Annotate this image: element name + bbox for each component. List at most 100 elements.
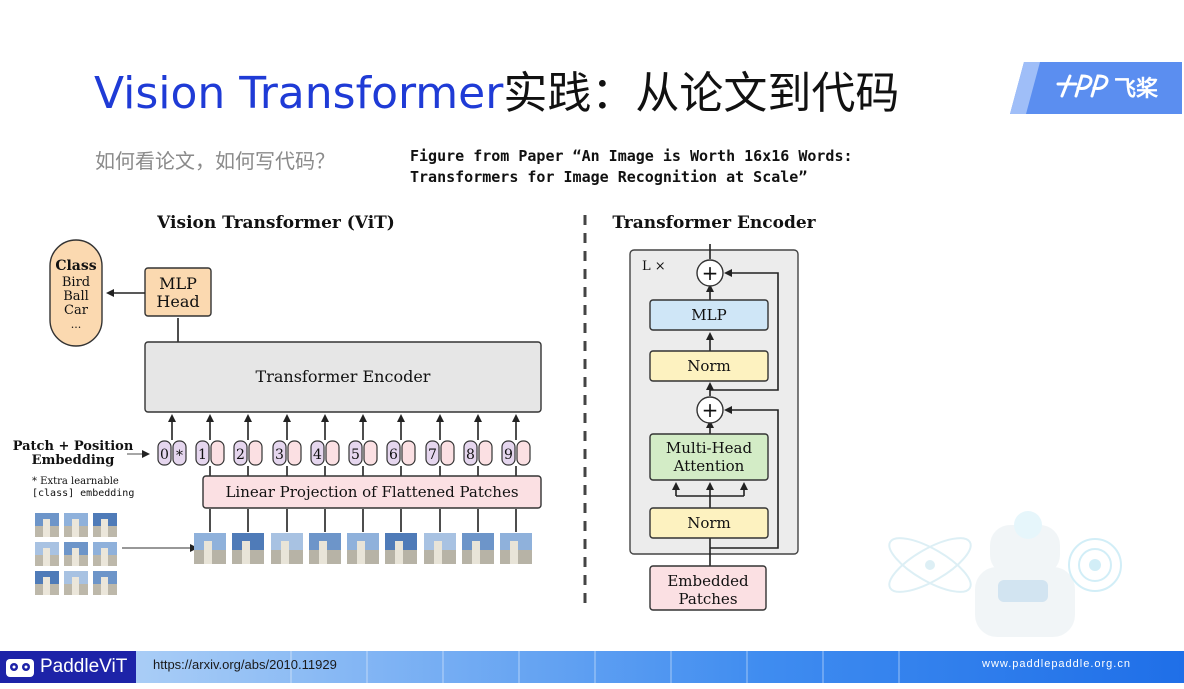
- position-embedding-chip: [272, 440, 287, 466]
- plus-node-upper: +: [696, 259, 724, 287]
- embedding-label-line-2: Embedding: [32, 453, 115, 468]
- position-index: 1: [198, 447, 207, 463]
- paddlevit-label: PaddleViT: [40, 656, 128, 677]
- embedded-line-2: Patches: [678, 590, 737, 608]
- patch-embedding-chip: [401, 440, 416, 466]
- patch-embedding-chip: [287, 440, 302, 466]
- grid-patch: [35, 513, 59, 537]
- encoder-label: Transformer Encoder: [256, 367, 431, 386]
- grid-patch: [35, 571, 59, 595]
- extra-note-line-2: [class] embedding: [32, 488, 134, 499]
- page-title: Vision Transformer实践：从论文到代码: [94, 66, 899, 122]
- norm-top-label: Norm: [687, 357, 731, 375]
- input-image-grid: [35, 513, 117, 595]
- position-index: 0: [160, 447, 169, 463]
- grid-patch: [64, 542, 88, 566]
- multi-head-attention-box: Multi-Head Attention: [649, 433, 769, 481]
- position-embedding-chip: [157, 440, 172, 466]
- patch-embedding-chip: [363, 440, 378, 466]
- patch-embedding-chip: [210, 440, 225, 466]
- title-chinese: 实践：从论文到代码: [503, 68, 900, 119]
- class-token-chip: [172, 440, 187, 466]
- grid-patch: [35, 542, 59, 566]
- mlp-head-box: MLP Head: [144, 267, 212, 317]
- class-title: Class: [55, 258, 96, 274]
- patch-embedding-chip: [325, 440, 340, 466]
- grid-patch: [64, 571, 88, 595]
- position-index: 3: [275, 447, 284, 463]
- paddle-logo: 飞桨: [1010, 62, 1182, 114]
- figure-caption: Figure from Paper “An Image is Worth 16x…: [410, 146, 853, 188]
- figure-divider: [583, 215, 587, 607]
- embedding-label-line-1: Patch + Position: [13, 439, 134, 454]
- embedded-line-1: Embedded: [667, 572, 749, 590]
- plus-upper-label: +: [702, 261, 719, 285]
- position-embedding-chip: [501, 440, 516, 466]
- patch-embedding-chip: [516, 440, 531, 466]
- position-embedding-chip: [348, 440, 363, 466]
- position-index: 7: [428, 447, 437, 463]
- position-index: 8: [466, 447, 475, 463]
- grid-patch: [93, 542, 117, 566]
- vit-figure: Vision Transformer (ViT) Class Bird Ball…: [13, 213, 542, 595]
- paddlevit-robot-icon: [6, 659, 34, 677]
- position-embedding-chip: [233, 440, 248, 466]
- grid-patch: [93, 513, 117, 537]
- class-item: ...: [71, 318, 82, 331]
- position-embedding-chip: [386, 440, 401, 466]
- position-embedding-chip: [195, 440, 210, 466]
- position-embedding-chip: [425, 440, 440, 466]
- linear-projection-box: Linear Projection of Flattened Patches: [202, 475, 542, 509]
- projection-label: Linear Projection of Flattened Patches: [225, 483, 518, 501]
- class-item: Car: [64, 303, 89, 318]
- norm-top-box: Norm: [649, 350, 769, 382]
- position-embedding-chip: [463, 440, 478, 466]
- position-index: 5: [351, 447, 360, 463]
- grid-patch: [93, 571, 117, 595]
- encoder-figure-title: Transformer Encoder: [612, 213, 816, 233]
- residual-1: [710, 406, 779, 549]
- class-token-star: *: [176, 448, 183, 464]
- grid-patch: [64, 513, 88, 537]
- class-output-box: Class Bird Ball Car ...: [49, 239, 103, 347]
- image-patch: [347, 533, 379, 564]
- mlp-label: MLP: [691, 306, 726, 324]
- paddle-mark-icon: [1056, 74, 1109, 98]
- position-embedding-chip: [310, 440, 325, 466]
- paddle-site-link[interactable]: www.paddlepaddle.org.cn: [982, 658, 1131, 670]
- norm-bottom-box: Norm: [649, 507, 769, 539]
- encoder-figure: Transformer Encoder L × Embedded Patches…: [612, 213, 817, 611]
- extra-note-line-1: * Extra learnable: [32, 476, 119, 487]
- plus-lower-label: +: [702, 398, 719, 422]
- arxiv-link[interactable]: https://arxiv.org/abs/2010.11929: [153, 657, 337, 672]
- patch-embedding-chip: [440, 440, 455, 466]
- caption-line-1: Figure from Paper “An Image is Worth 16x…: [410, 147, 853, 165]
- image-patch: [424, 533, 456, 564]
- image-patch: [500, 533, 532, 564]
- residual-2: [710, 269, 779, 391]
- position-index: 9: [504, 447, 513, 463]
- image-patch: [462, 533, 494, 564]
- attention-line-2: Attention: [673, 457, 745, 475]
- mlp-head-line-2: Head: [156, 292, 199, 311]
- subtitle: 如何看论文，如何写代码？: [95, 149, 335, 173]
- embedded-patches-box: Embedded Patches: [649, 565, 767, 611]
- repeat-label: L ×: [642, 259, 666, 274]
- image-patch: [232, 533, 264, 564]
- footer: PaddleViT https://arxiv.org/abs/2010.119…: [0, 651, 1184, 689]
- mlp-head-line-1: MLP: [159, 274, 197, 293]
- paddlevit-badge: PaddleViT: [0, 651, 136, 683]
- position-index: 2: [236, 447, 245, 463]
- footer-bar: [136, 651, 1184, 683]
- plus-node-lower: +: [696, 396, 724, 424]
- image-patch: [309, 533, 341, 564]
- patch-embedding-chip: [478, 440, 493, 466]
- title-english: Vision Transformer: [94, 68, 504, 119]
- caption-line-2: Transformers for Image Recognition at Sc…: [410, 168, 808, 186]
- image-patch: [271, 533, 303, 564]
- class-item: Bird: [62, 275, 90, 290]
- patch-embedding-chip: [248, 440, 263, 466]
- class-item: Ball: [63, 289, 89, 304]
- attention-line-1: Multi-Head: [666, 439, 753, 457]
